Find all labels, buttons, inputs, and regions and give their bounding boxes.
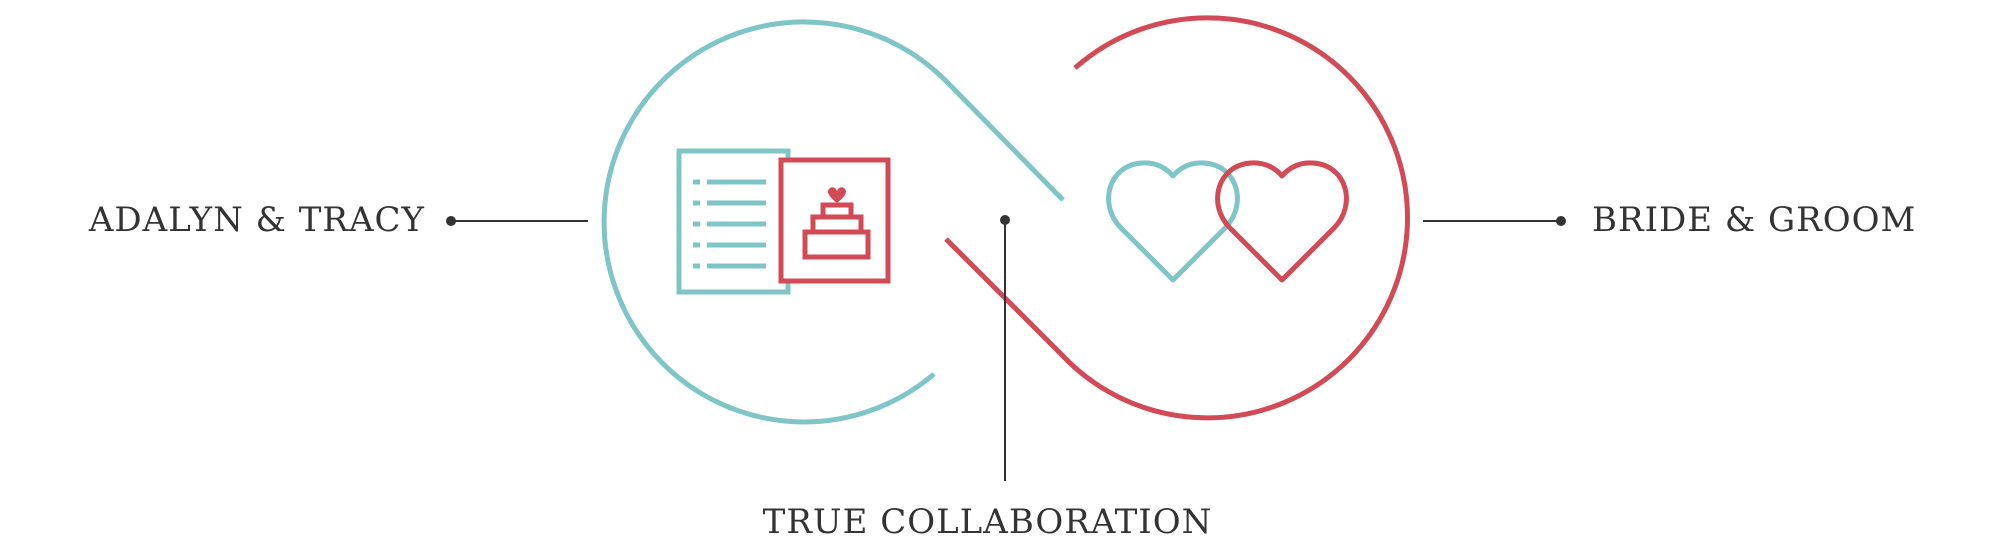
left-loop-teal (601, 19, 1065, 425)
label-adalyn-tracy: ADALYN & TRACY (88, 200, 425, 240)
right-connector-dot (1556, 216, 1566, 226)
red-heart-icon (1215, 160, 1349, 283)
document-icon (676, 148, 791, 295)
left-connector-dot (446, 216, 456, 226)
teal-heart-icon (1106, 160, 1240, 283)
interlocking-hearts-icon (1106, 160, 1349, 283)
right-loop-red (944, 15, 1410, 421)
label-true-collaboration: TRUE COLLABORATION (762, 502, 1213, 542)
label-bride-groom: BRIDE & GROOM (1592, 200, 1917, 240)
center-connector-dot (1000, 215, 1010, 225)
wedding-cake-icon (778, 157, 891, 284)
